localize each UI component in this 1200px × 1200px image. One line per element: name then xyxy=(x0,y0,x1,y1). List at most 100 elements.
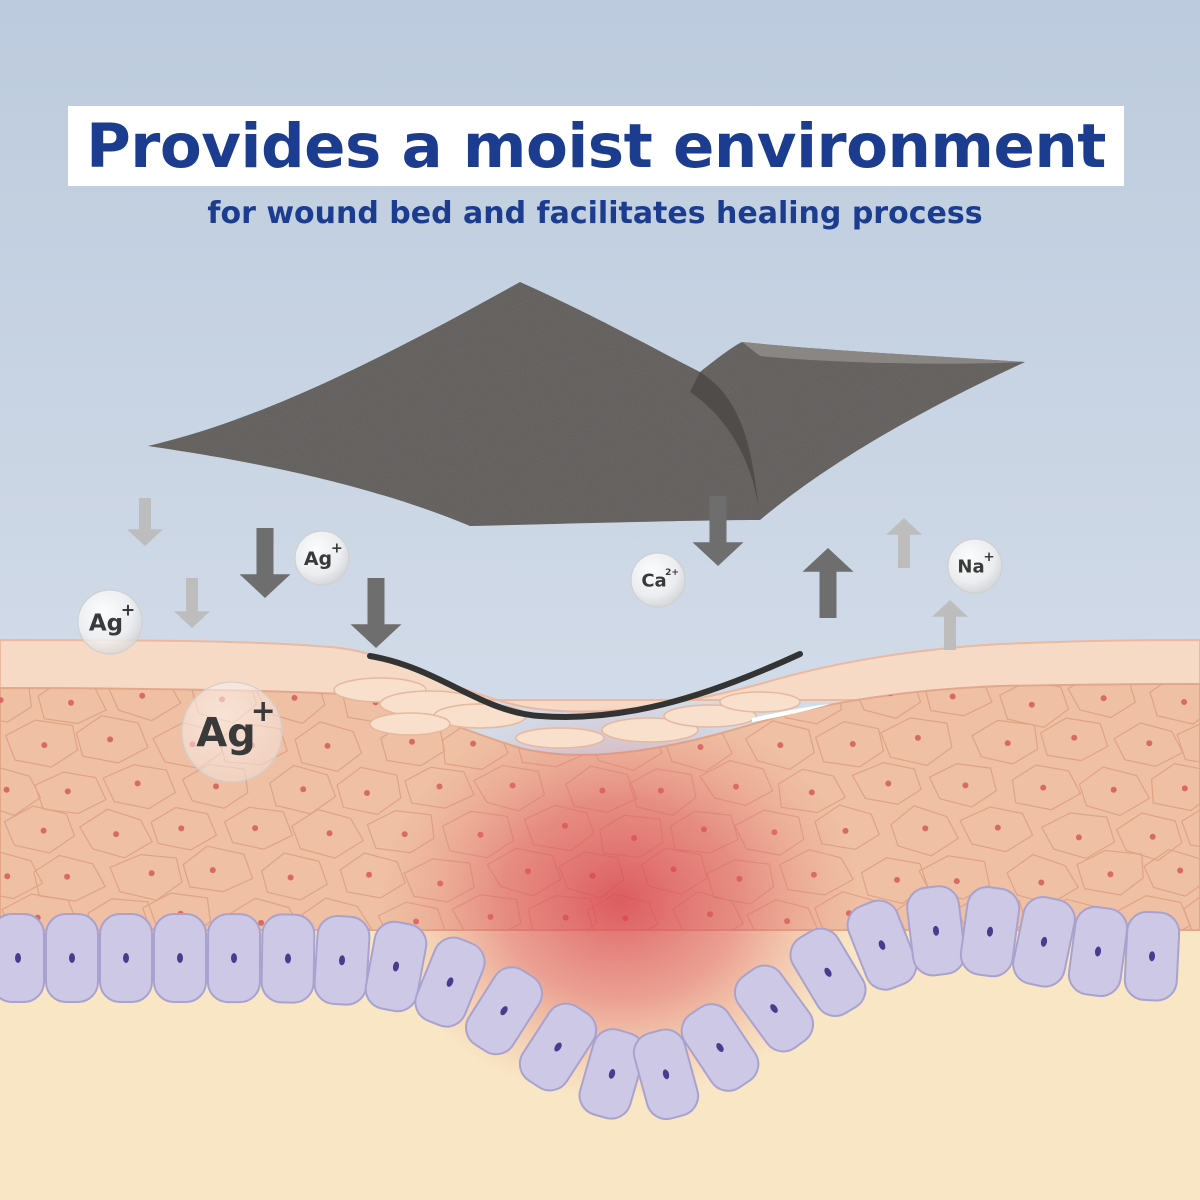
epidermis-cell xyxy=(33,854,107,902)
epidermis-cell xyxy=(851,762,922,805)
epidermis-cell xyxy=(1,893,79,930)
cell-nucleus xyxy=(849,741,856,747)
cell-nucleus xyxy=(178,825,185,832)
arrow-down-icon xyxy=(174,578,210,628)
cell-nucleus xyxy=(148,870,155,877)
basal-cell xyxy=(414,936,486,1028)
epidermis-cell xyxy=(108,684,182,722)
cell-nucleus xyxy=(300,786,307,793)
epidermis-cell xyxy=(223,806,294,850)
epidermis-cell xyxy=(918,855,991,900)
ion-symbol: Ag xyxy=(89,610,123,636)
epidermis-cell xyxy=(928,763,997,808)
cell-nucleus xyxy=(1075,834,1082,841)
cell-nucleus xyxy=(1181,699,1188,705)
epidermis-cell xyxy=(1180,803,1200,851)
epidermis-cell xyxy=(890,805,960,857)
ion-ag: Ag+ xyxy=(294,530,350,586)
epidermis-cell xyxy=(971,719,1039,765)
epidermis-cell xyxy=(1149,684,1200,725)
epidermis-cell xyxy=(1113,722,1184,768)
arrow-down-icon xyxy=(127,498,163,546)
epidermis-cell xyxy=(291,808,365,859)
cell-nucleus xyxy=(134,780,141,787)
epidermis-cell xyxy=(1011,764,1082,811)
cell-nucleus xyxy=(139,692,146,699)
epidermis-cell xyxy=(959,806,1034,853)
epidermis-cell xyxy=(1115,812,1183,862)
ion-symbol: Na xyxy=(957,556,984,577)
epidermis-cell xyxy=(3,805,76,854)
ion-bubbles: Ag+Ag+Ag+Ca2+Na+ xyxy=(77,530,1003,783)
epidermis-cell xyxy=(0,684,32,723)
epidermis-cell xyxy=(1150,762,1200,812)
arrow-down-icon xyxy=(692,496,744,566)
basal-cell xyxy=(364,920,428,1013)
cell-nucleus xyxy=(68,699,74,706)
cell-nucleus xyxy=(1028,701,1035,708)
epidermis-cell xyxy=(814,721,885,768)
basal-cell xyxy=(578,1028,646,1120)
epidermis-cell xyxy=(261,852,329,901)
epidermis-cell xyxy=(0,766,42,817)
cell-nucleus xyxy=(252,825,259,832)
epidermis-cell xyxy=(0,850,44,900)
cell-nucleus xyxy=(1177,867,1184,874)
dressing-sheet xyxy=(148,282,1025,526)
epidermis-cell xyxy=(87,898,158,930)
ion-symbol: Ag xyxy=(304,548,332,570)
ion-na: Na+ xyxy=(947,538,1003,594)
basal-cell xyxy=(680,1003,760,1092)
cell-nucleus xyxy=(885,780,892,787)
epidermis-cell xyxy=(1176,720,1200,767)
epidermis-cell xyxy=(860,857,929,905)
epidermis-cell xyxy=(1067,684,1137,719)
cell-nucleus xyxy=(994,824,1001,831)
basal-cell xyxy=(906,885,966,977)
basal-cell-row xyxy=(0,885,1181,1121)
basal-cell xyxy=(734,964,814,1053)
ion-charge: + xyxy=(331,541,343,557)
epidermis-cell xyxy=(1039,717,1109,762)
ion-ag: Ag+ xyxy=(181,681,283,783)
ion-flow-arrows xyxy=(127,496,968,650)
cell-nucleus xyxy=(1146,740,1153,747)
epidermis-cell xyxy=(294,721,363,772)
basal-cell xyxy=(1067,905,1129,998)
dressing-contact-line xyxy=(367,651,803,720)
epidermis-cell xyxy=(182,845,254,893)
epidermis-cell xyxy=(78,808,154,859)
cell-nucleus xyxy=(324,742,331,749)
basal-cell xyxy=(789,927,867,1017)
basal-cell xyxy=(45,913,99,1003)
cell-nucleus xyxy=(962,782,969,789)
moist-highlight xyxy=(752,704,830,722)
cell-nucleus xyxy=(1004,740,1011,747)
epidermis-cell xyxy=(1040,812,1116,860)
page-subtitle: for wound bed and facilitates healing pr… xyxy=(207,196,983,231)
epidermis-cell xyxy=(880,717,953,767)
epidermis-cell xyxy=(1076,849,1144,896)
basal-cell xyxy=(632,1028,700,1121)
cell-nucleus xyxy=(409,738,415,745)
cell-nucleus xyxy=(922,825,929,832)
ion-charge: 2+ xyxy=(665,568,679,578)
arrow-down-icon xyxy=(239,528,291,598)
basal-cell xyxy=(99,913,153,1003)
cell-nucleus xyxy=(1110,786,1117,793)
ion-symbol: Ca xyxy=(641,570,666,591)
cell-nucleus xyxy=(1071,734,1078,741)
cell-nucleus xyxy=(258,919,265,926)
cell-nucleus xyxy=(949,693,956,700)
cell-nucleus xyxy=(291,694,298,701)
epidermis-cell xyxy=(142,892,212,930)
ion-ag: Ag+ xyxy=(77,589,143,655)
arrow-up-icon xyxy=(802,548,854,618)
arrow-up-icon xyxy=(886,518,922,568)
basal-cell xyxy=(846,899,918,991)
cell-nucleus xyxy=(1149,833,1156,840)
cell-nucleus xyxy=(41,742,48,749)
ion-ca: Ca2+ xyxy=(630,552,686,608)
cell-nucleus xyxy=(209,867,216,874)
